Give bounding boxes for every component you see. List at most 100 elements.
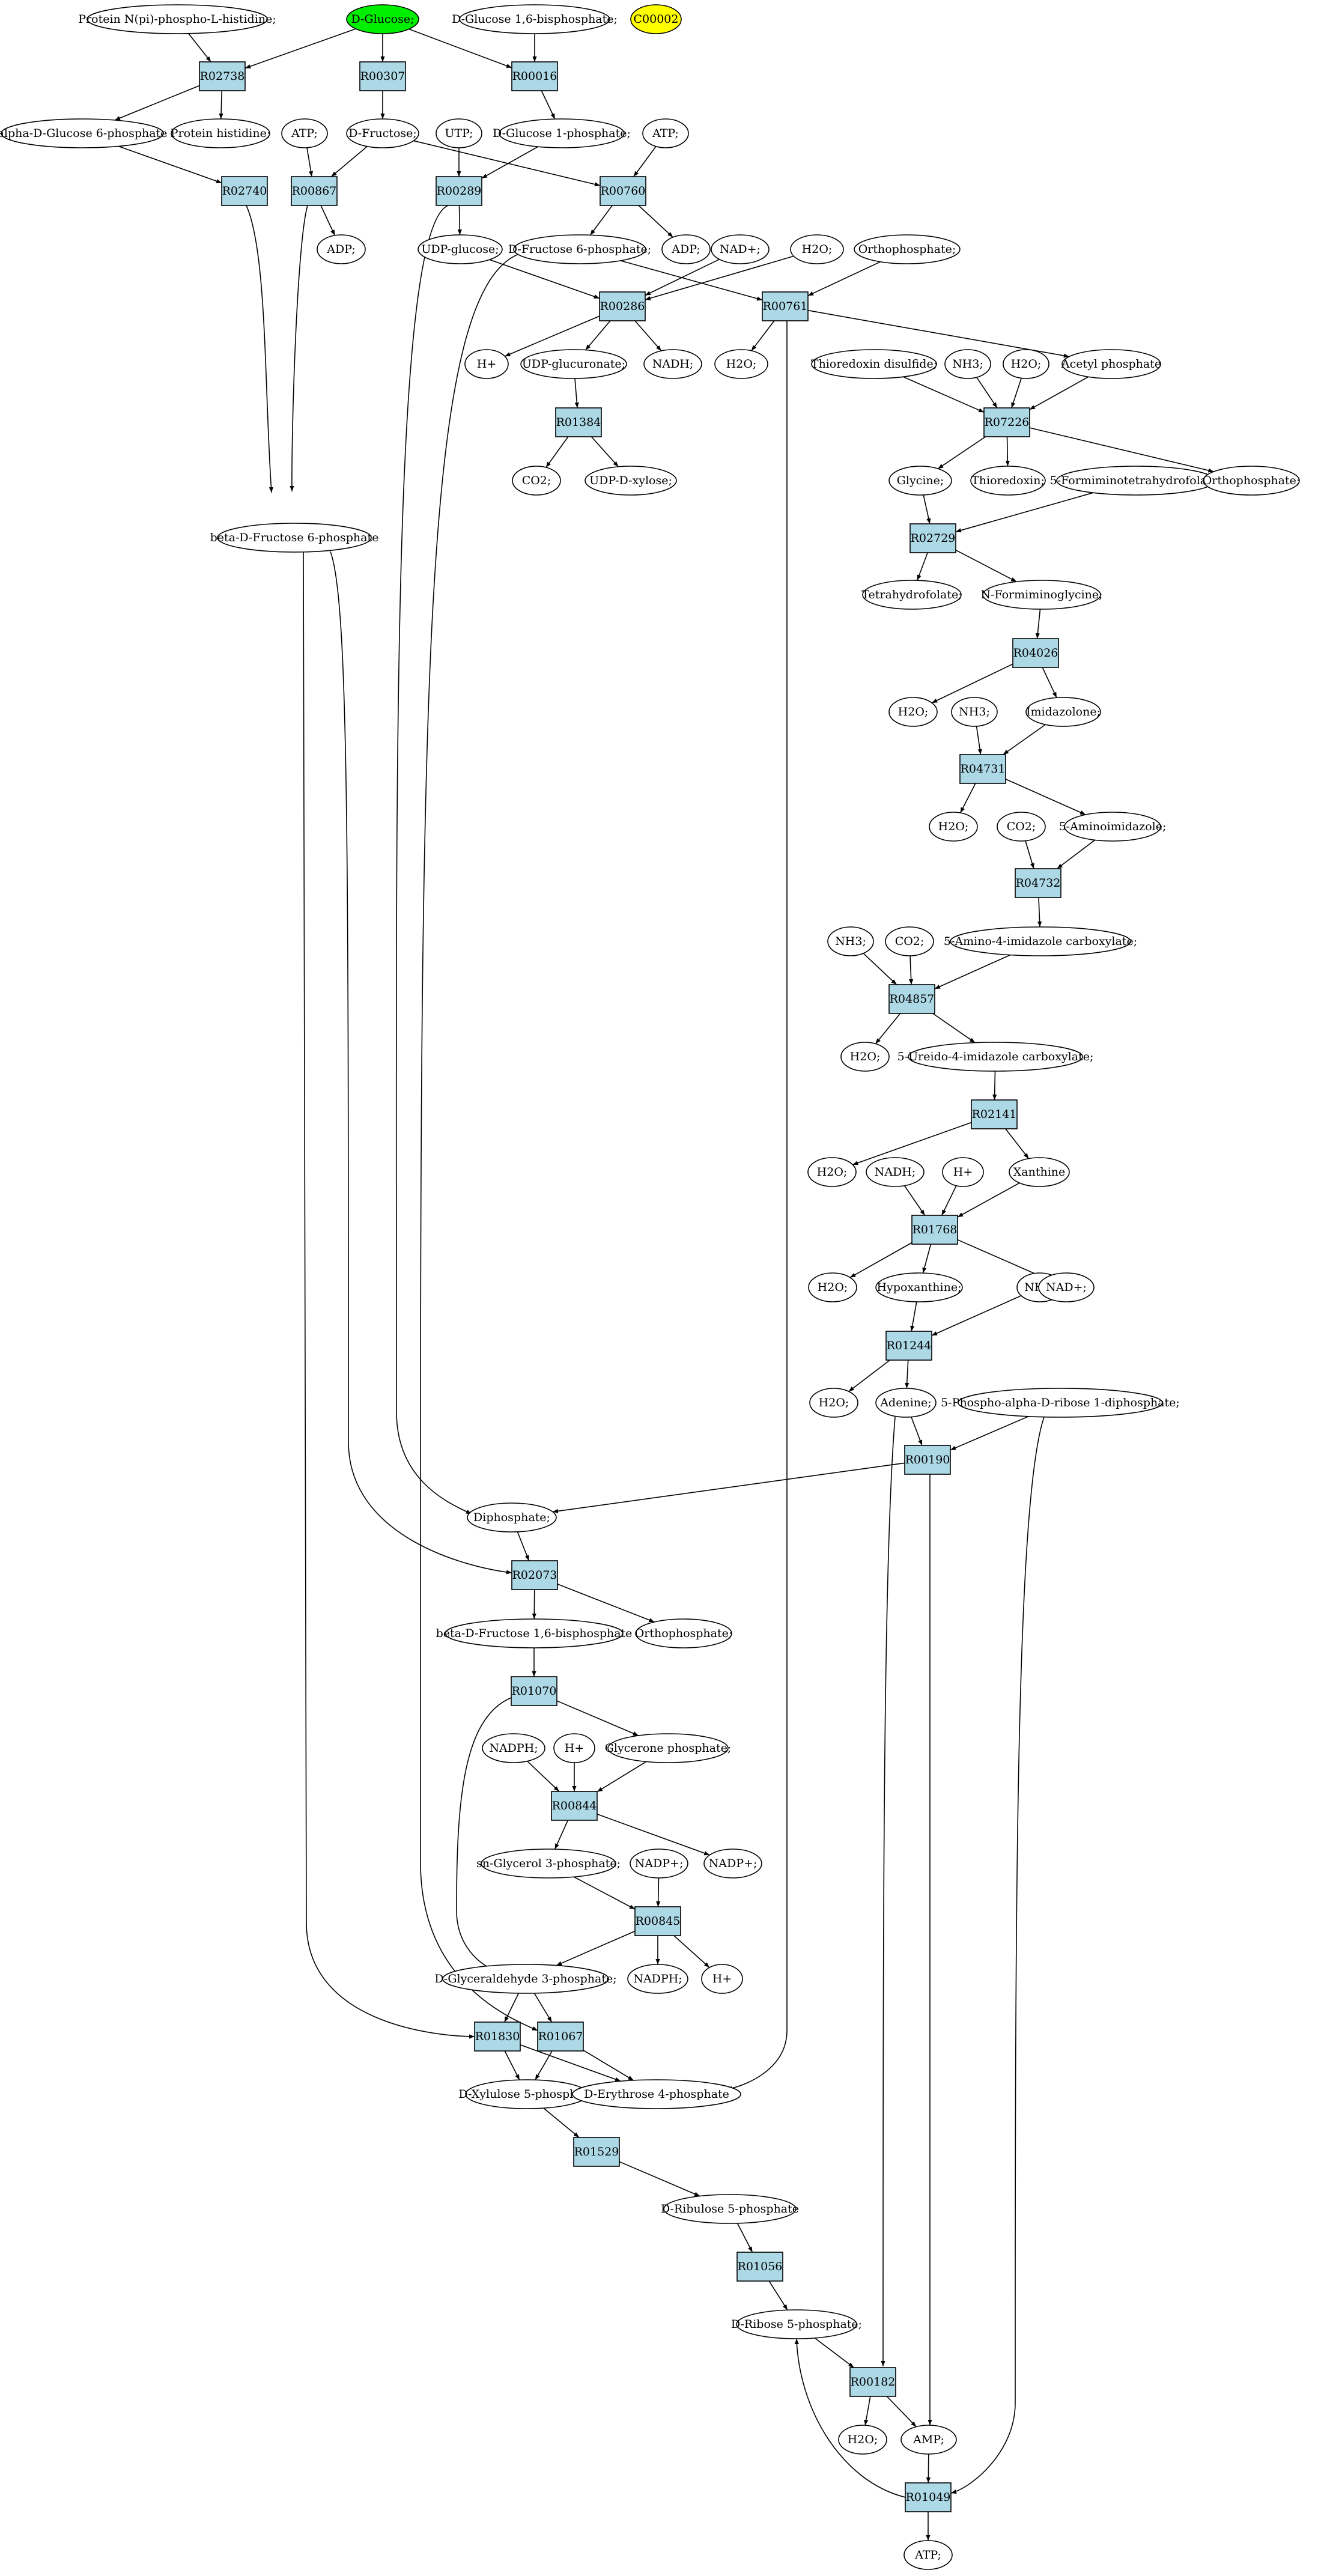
compound-node[interactable]: H+ xyxy=(553,1733,595,1763)
compound-node[interactable]: H2O; xyxy=(809,1388,858,1418)
compound-node[interactable]: 5-Amino-4-imidazole carboxylate; xyxy=(944,926,1137,956)
compound-node[interactable]: Xanthine xyxy=(1009,1157,1070,1187)
compound-node[interactable]: Adenine; xyxy=(875,1388,937,1418)
compound-node[interactable]: Protein N(pi)-phospho-L-histidine; xyxy=(78,4,276,34)
compound-node[interactable]: 5-Ureido-4-imidazole carboxylate; xyxy=(897,1042,1094,1072)
compound-node[interactable]: NADPH; xyxy=(482,1733,545,1763)
compound-node[interactable]: NADH; xyxy=(866,1157,925,1187)
reaction-node[interactable]: R01056 xyxy=(736,2252,783,2282)
reaction-node[interactable]: R02073 xyxy=(511,1560,558,1590)
reaction-node[interactable]: R00182 xyxy=(849,2367,896,2397)
reaction-node[interactable]: R00760 xyxy=(600,176,646,206)
reaction-node[interactable]: R02141 xyxy=(971,1099,1018,1129)
compound-node[interactable]: 5-Formiminotetrahydrofolate; xyxy=(1050,466,1222,496)
compound-node[interactable]: Glycine; xyxy=(888,466,952,496)
compound-node[interactable]: Acetyl phosphate xyxy=(1061,349,1161,379)
compound-node[interactable]: Diphosphate; xyxy=(467,1502,557,1533)
compound-node[interactable]: NH3; xyxy=(944,349,991,379)
compound-node[interactable]: H2O; xyxy=(808,1272,857,1302)
compound-node[interactable]: D-Erythrose 4-phosphate xyxy=(572,2079,741,2109)
compound-node[interactable]: 5-Phospho-alpha-D-ribose 1-diphosphate; xyxy=(941,1388,1180,1418)
reaction-node[interactable]: R02729 xyxy=(909,523,956,553)
compound-node[interactable]: N-Formiminoglycine; xyxy=(980,580,1103,610)
reaction-node[interactable]: R01529 xyxy=(573,2137,620,2167)
compound-node[interactable]: UDP-D-xylose; xyxy=(585,466,677,496)
compound-node[interactable]: CO2; xyxy=(512,466,561,496)
compound-node[interactable]: alpha-D-Glucose 6-phosphate xyxy=(0,118,167,148)
reaction-node[interactable]: R00761 xyxy=(762,291,809,321)
reaction-node[interactable]: R04732 xyxy=(1015,868,1061,898)
compound-node[interactable]: ATP; xyxy=(642,118,689,148)
compound-node[interactable]: Protein histidine; xyxy=(171,118,270,148)
compound-node[interactable]: H2O; xyxy=(790,234,844,264)
compound-node[interactable]: H+ xyxy=(464,349,509,379)
compound-node[interactable]: H2O; xyxy=(838,2425,887,2455)
reaction-node[interactable]: R00867 xyxy=(291,176,338,206)
compound-node[interactable]: D-Xylulose 5-phosphate xyxy=(458,2079,595,2109)
compound-node[interactable]: CO2; xyxy=(885,926,934,956)
compound-node[interactable]: Hypoxanthine; xyxy=(875,1272,963,1302)
compound-node[interactable]: ADP; xyxy=(317,234,366,264)
compound-node[interactable]: H2O; xyxy=(807,1157,857,1187)
compound-node[interactable]: Tetrahydrofolate; xyxy=(861,580,962,610)
reaction-node[interactable]: R02738 xyxy=(199,61,246,91)
reaction-node[interactable]: R02740 xyxy=(221,176,268,206)
compound-node[interactable]: H2O; xyxy=(840,1042,890,1072)
compound-node[interactable]: ADP; xyxy=(661,234,711,264)
compound-node[interactable]: NADH; xyxy=(643,349,702,379)
compound-node[interactable]: Glycerone phosphate; xyxy=(605,1733,732,1763)
reaction-node[interactable]: R01830 xyxy=(474,2022,521,2052)
reaction-node[interactable]: R01049 xyxy=(905,2482,952,2512)
compound-node[interactable]: CO2; xyxy=(997,812,1046,842)
reaction-node[interactable]: R04026 xyxy=(1012,638,1059,668)
compound-node[interactable]: 5-Aminoimidazole; xyxy=(1059,812,1167,842)
compound-node[interactable]: D-Glucose; xyxy=(346,4,419,34)
compound-node[interactable]: sn-Glycerol 3-phosphate; xyxy=(476,1848,621,1879)
compound-node[interactable]: NADP+; xyxy=(703,1848,762,1879)
compound-node[interactable]: NH3; xyxy=(951,697,998,727)
compound-node[interactable]: H2O; xyxy=(714,349,768,379)
reaction-node[interactable]: R04731 xyxy=(959,754,1006,784)
compound-node[interactable]: UDP-glucuronate; xyxy=(520,349,627,379)
reaction-node[interactable]: R01244 xyxy=(885,1331,932,1361)
compound-node[interactable]: D-Fructose; xyxy=(346,118,419,148)
compound-node[interactable]: beta-D-Fructose 6-phosphate xyxy=(210,523,379,553)
compound-node[interactable]: H2O; xyxy=(888,697,938,727)
compound-node[interactable]: D-Glucose 1-phosphate; xyxy=(493,118,631,148)
reaction-node[interactable]: R07226 xyxy=(983,407,1030,437)
compound-node[interactable]: UDP-glucose; xyxy=(418,234,503,264)
reaction-node[interactable]: R00845 xyxy=(634,1906,681,1936)
compound-node[interactable]: beta-D-Fructose 1,6-bisphosphate xyxy=(436,1618,633,1648)
compound-node[interactable]: NADPH; xyxy=(627,1964,688,1994)
compound-node[interactable]: NH3; xyxy=(827,926,874,956)
compound-node[interactable]: Orthophosphate; xyxy=(1203,466,1301,496)
compound-node[interactable]: NAD+; xyxy=(1038,1272,1095,1302)
compound-node[interactable]: NADP+; xyxy=(630,1848,688,1879)
reaction-node[interactable]: R00289 xyxy=(436,176,482,206)
compound-node[interactable]: D-Glyceraldehyde 3-phosphate; xyxy=(434,1964,617,1994)
compound-node[interactable]: Imidazolone; xyxy=(1025,697,1101,727)
compound-node[interactable]: H2O; xyxy=(929,812,978,842)
compound-node[interactable]: Orthophosphate; xyxy=(854,234,961,264)
compound-node[interactable]: H+ xyxy=(942,1157,984,1187)
compound-node[interactable]: ATP; xyxy=(903,2540,953,2570)
compound-node[interactable]: Orthophosphate; xyxy=(635,1618,733,1648)
compound-node[interactable]: Thioredoxin; xyxy=(970,466,1046,496)
compound-node[interactable]: D-Glucose 1,6-bisphosphate; xyxy=(452,4,618,34)
reaction-node[interactable]: R00016 xyxy=(511,61,558,91)
compound-node[interactable]: H2O; xyxy=(1003,349,1049,379)
reaction-node[interactable]: R00190 xyxy=(904,1445,951,1475)
compound-node[interactable]: H+ xyxy=(701,1964,743,1994)
compound-node[interactable]: UTP; xyxy=(436,118,482,148)
reaction-node[interactable]: R01768 xyxy=(911,1215,958,1245)
reaction-node[interactable]: R04857 xyxy=(888,984,935,1014)
compound-node[interactable]: Thioredoxin disulfide; xyxy=(811,349,937,379)
compound-node[interactable]: AMP; xyxy=(900,2425,957,2455)
reaction-node[interactable]: R00844 xyxy=(551,1791,598,1821)
reaction-node[interactable]: R01384 xyxy=(555,407,602,437)
compound-node[interactable]: D-Ribulose 5-phosphate xyxy=(661,2194,799,2224)
reaction-node[interactable]: R01067 xyxy=(537,2022,584,2052)
reaction-node[interactable]: R00307 xyxy=(359,61,406,91)
reaction-node[interactable]: R00286 xyxy=(599,291,646,321)
compound-node[interactable]: NAD+; xyxy=(711,234,770,264)
